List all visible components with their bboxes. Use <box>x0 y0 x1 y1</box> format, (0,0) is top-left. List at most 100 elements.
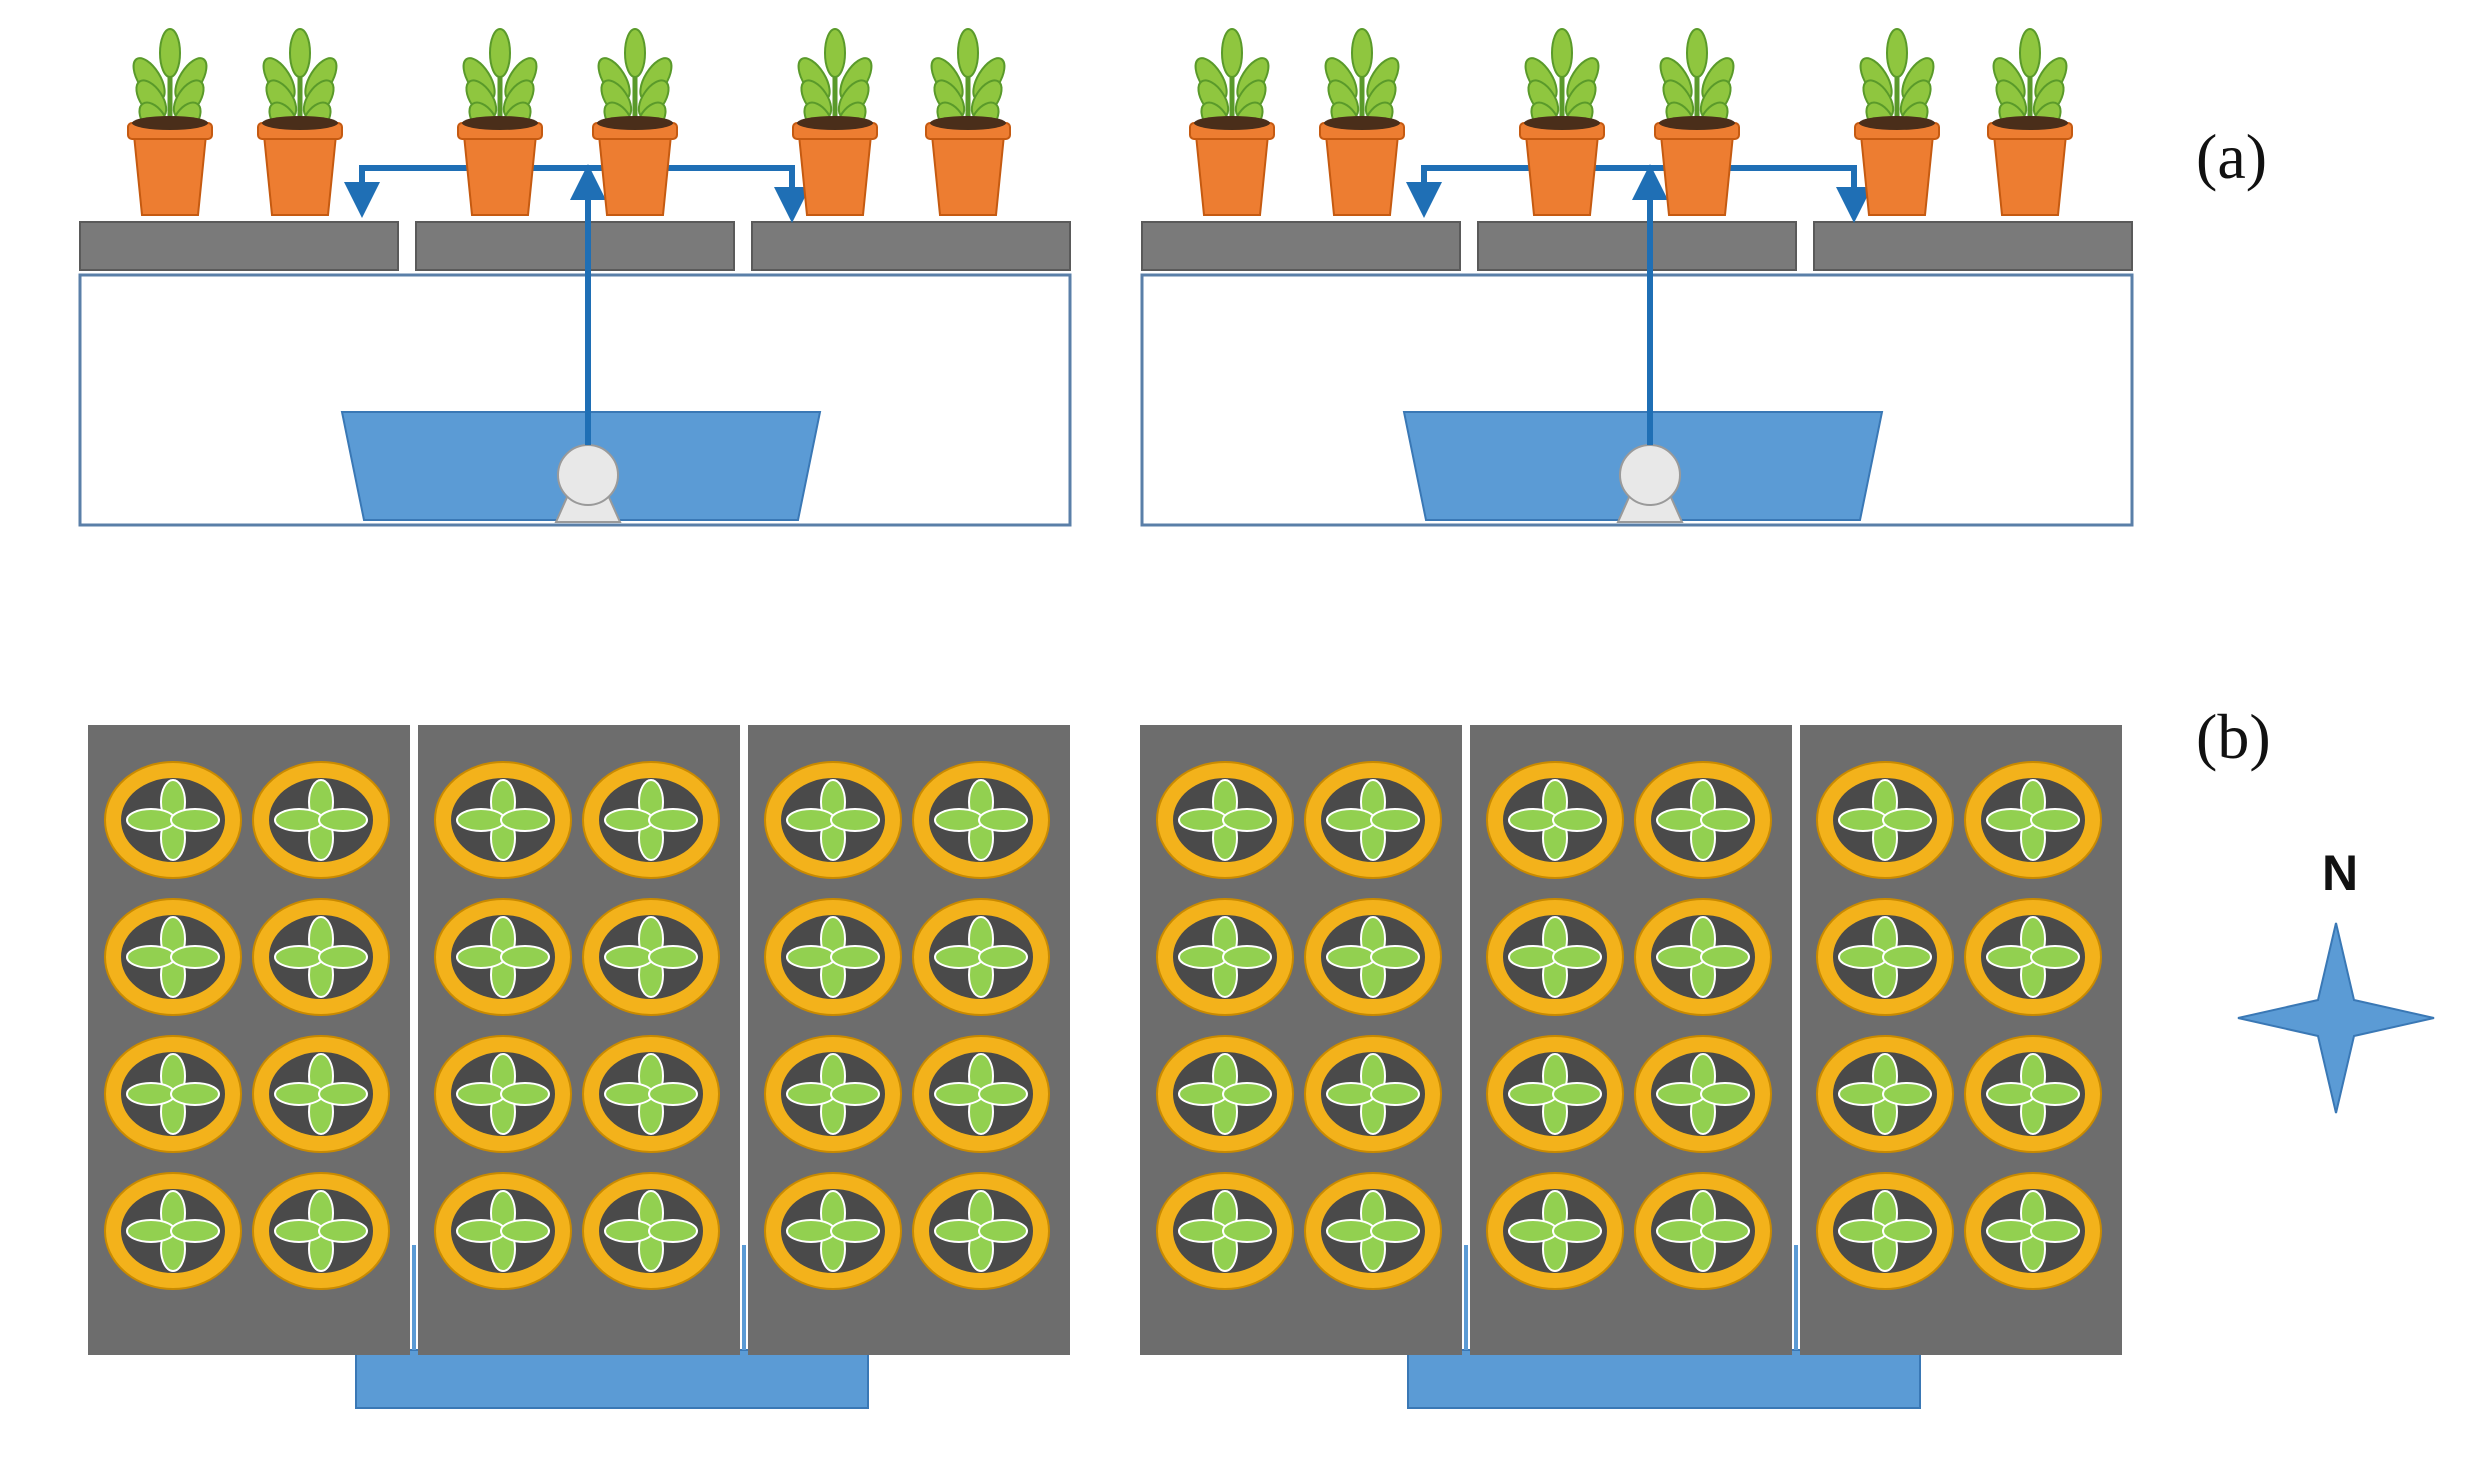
pot-top-view <box>582 761 720 879</box>
leaf-west <box>786 1082 836 1106</box>
pot-soil <box>1194 116 1270 130</box>
leaf-east <box>830 808 880 832</box>
pot-top-view <box>1964 761 2102 879</box>
leaf-east <box>1700 808 1750 832</box>
leaf-east <box>500 1082 550 1106</box>
leaf-west <box>934 1082 984 1106</box>
pot-top-view <box>582 898 720 1016</box>
pot-top-view <box>1816 761 1954 879</box>
leaf-west <box>1508 1219 1558 1243</box>
pot-body <box>930 134 1006 216</box>
leaf-east <box>2030 945 2080 969</box>
leaf-west <box>274 1219 324 1243</box>
pot-top-view <box>582 1035 720 1153</box>
pot-top-view <box>1156 1035 1294 1153</box>
leaf-east <box>830 1082 880 1106</box>
leaf-east <box>830 1219 880 1243</box>
leaf-east <box>170 1082 220 1106</box>
pot-body <box>1194 134 1270 216</box>
pot-top-view <box>1156 1172 1294 1290</box>
pot-top-view <box>434 761 572 879</box>
leaf-east <box>1882 1219 1932 1243</box>
pot-body <box>1324 134 1400 216</box>
pot-body <box>132 134 208 216</box>
pot-body <box>1659 134 1735 216</box>
pump-icon <box>1619 444 1681 506</box>
pot-top-view <box>252 1035 390 1153</box>
plant-leaf-top <box>1221 28 1243 78</box>
pot-top-view <box>912 761 1050 879</box>
leaf-east <box>500 1219 550 1243</box>
leaf-west <box>934 945 984 969</box>
plant-leaf-top <box>1351 28 1373 78</box>
pot-top-view <box>1156 898 1294 1016</box>
plant-leaf-top <box>957 28 979 78</box>
leaf-west <box>604 945 654 969</box>
pot-top-view <box>912 1172 1050 1290</box>
pot-top-view <box>104 1035 242 1153</box>
leaf-east <box>648 945 698 969</box>
plant-leaf-top <box>289 28 311 78</box>
reservoir-top-view <box>1407 1349 1921 1409</box>
pot-top-view <box>1816 898 1954 1016</box>
leaf-east <box>1700 1082 1750 1106</box>
pot-top-view <box>764 761 902 879</box>
potted-plant <box>592 28 678 216</box>
leaf-west <box>786 1219 836 1243</box>
leaf-west <box>1326 808 1376 832</box>
leaf-east <box>1700 945 1750 969</box>
pot-top-view <box>1634 898 1772 1016</box>
potted-plant <box>1189 28 1275 216</box>
pot-soil <box>930 116 1006 130</box>
leaf-west <box>1508 945 1558 969</box>
growing-bed <box>1813 221 2133 271</box>
leaf-east <box>2030 1082 2080 1106</box>
pot-top-view <box>1304 898 1442 1016</box>
reservoir-top-view <box>355 1349 869 1409</box>
leaf-west <box>1178 1082 1228 1106</box>
pot-top-view <box>252 761 390 879</box>
leaf-east <box>1370 1219 1420 1243</box>
pot-top-view <box>252 898 390 1016</box>
plant-leaf-top <box>624 28 646 78</box>
pot-top-view <box>1634 1172 1772 1290</box>
leaf-east <box>978 1219 1028 1243</box>
leaf-east <box>1882 1082 1932 1106</box>
leaf-west <box>456 1219 506 1243</box>
pot-top-view <box>1816 1035 1954 1153</box>
potted-plant <box>1654 28 1740 216</box>
pot-top-view <box>104 898 242 1016</box>
leaf-east <box>1882 945 1932 969</box>
leaf-west <box>456 808 506 832</box>
pot-body <box>1859 134 1935 216</box>
side-view-system-right <box>1140 28 2134 527</box>
leaf-west <box>604 1082 654 1106</box>
leaf-east <box>1222 1082 1272 1106</box>
leaf-west <box>126 808 176 832</box>
plant-leaf-top <box>159 28 181 78</box>
leaf-west <box>1178 808 1228 832</box>
plant-leaf-top <box>1551 28 1573 78</box>
pot-top-view <box>1304 1172 1442 1290</box>
leaf-west <box>604 1219 654 1243</box>
pot-top-view <box>434 898 572 1016</box>
leaf-east <box>1222 1219 1272 1243</box>
pot-body <box>797 134 873 216</box>
leaf-east <box>648 1219 698 1243</box>
leaf-east <box>170 808 220 832</box>
leaf-east <box>978 945 1028 969</box>
leaf-west <box>1656 1082 1706 1106</box>
pot-top-view <box>1156 761 1294 879</box>
plant-leaf-top <box>489 28 511 78</box>
leaf-west <box>1838 808 1888 832</box>
growing-bed <box>415 221 735 271</box>
pot-soil <box>1859 116 1935 130</box>
pot-soil <box>132 116 208 130</box>
potted-plant <box>1319 28 1405 216</box>
pot-top-view <box>1964 1172 2102 1290</box>
leaf-east <box>318 808 368 832</box>
pot-body <box>1524 134 1600 216</box>
pot-top-view <box>764 1172 902 1290</box>
pot-top-view <box>104 1172 242 1290</box>
